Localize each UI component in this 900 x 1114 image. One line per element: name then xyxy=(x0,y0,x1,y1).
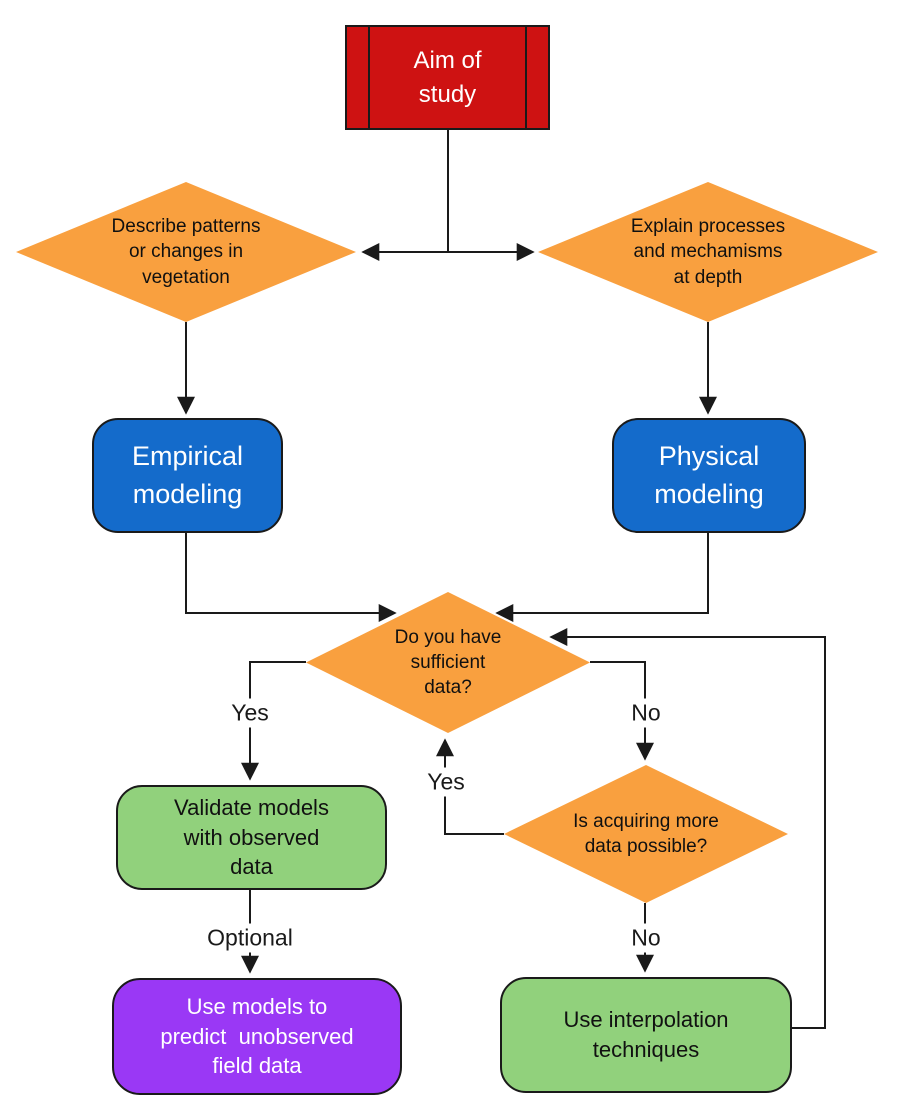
node-describe-patterns: Describe patterns or changes in vegetati… xyxy=(16,182,356,322)
node-physical-modeling: Physical modeling xyxy=(612,418,806,533)
node-acquire-more-data-label: Is acquiring more data possible? xyxy=(573,810,719,857)
edge-physical-to-sufficient xyxy=(495,533,709,622)
node-predict-unobserved-label: Use models to predict unobserved field d… xyxy=(160,993,354,1079)
node-explain-processes: Explain processes and mechamisms at dept… xyxy=(538,182,878,322)
node-acquire-more-data-decision: Is acquiring more data possible? xyxy=(504,765,788,903)
node-sufficient-data-decision: Do you have sufficient data? xyxy=(306,592,590,733)
edge-label-no-interpolate: No xyxy=(624,923,668,953)
node-validate-models-label: Validate models with observed data xyxy=(174,794,329,880)
node-aim-of-study-label: Aim of study xyxy=(413,46,482,108)
node-explain-processes-label: Explain processes and mechamisms at dept… xyxy=(630,216,786,288)
node-empirical-modeling-label: Empirical modeling xyxy=(131,440,244,509)
node-use-interpolation-label: Use interpolation techniques xyxy=(563,1007,729,1062)
node-predict-unobserved: Use models to predict unobserved field d… xyxy=(112,978,402,1095)
node-sufficient-data-label: Do you have sufficient data? xyxy=(394,626,502,699)
edge-label-optional: Optional xyxy=(200,923,300,953)
edge-label-yes-back: Yes xyxy=(420,767,472,797)
edge-label-no-acquire: No xyxy=(624,698,668,728)
node-validate-models: Validate models with observed data xyxy=(116,785,387,890)
edge-label-yes-validate: Yes xyxy=(224,698,276,728)
edge-empirical-to-sufficient xyxy=(185,533,397,622)
node-aim-of-study: Aim of study xyxy=(345,25,550,130)
node-empirical-modeling: Empirical modeling xyxy=(92,418,283,533)
node-physical-modeling-label: Physical modeling xyxy=(654,440,764,509)
node-describe-patterns-label: Describe patterns or changes in vegetati… xyxy=(111,216,261,288)
node-use-interpolation: Use interpolation techniques xyxy=(500,977,792,1093)
